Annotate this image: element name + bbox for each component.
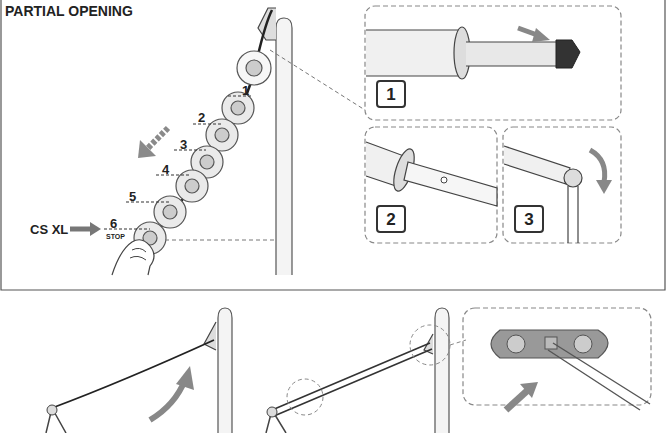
wall bbox=[218, 308, 232, 433]
wall bbox=[276, 18, 292, 275]
detail-panel bbox=[365, 6, 621, 120]
arm bbox=[568, 186, 578, 243]
callout-number: 1 bbox=[242, 84, 249, 97]
callout-number: 5 bbox=[129, 190, 136, 203]
push-arrowhead bbox=[532, 28, 550, 42]
tube bbox=[504, 146, 570, 184]
detail-circle bbox=[287, 379, 323, 415]
rotate-arrow bbox=[590, 150, 605, 182]
lift-arrow bbox=[150, 380, 185, 420]
detail-panel bbox=[365, 127, 497, 243]
stop-label: STOP bbox=[106, 233, 125, 240]
direction-arrowhead bbox=[138, 140, 156, 158]
square-socket bbox=[545, 337, 557, 349]
leader-line bbox=[165, 240, 276, 241]
insert-arrowhead bbox=[520, 382, 538, 398]
pointer-arrow bbox=[70, 227, 92, 232]
frame bbox=[1, 0, 665, 290]
diagram-title: PARTIAL OPENING bbox=[5, 4, 133, 18]
step-number: 2 bbox=[386, 211, 395, 228]
step-box: 1 bbox=[376, 80, 406, 108]
crank-tip bbox=[556, 40, 580, 68]
callout-number: 2 bbox=[198, 111, 205, 124]
hole bbox=[441, 177, 447, 183]
fabric-line bbox=[150, 10, 272, 240]
rotate-arrowhead bbox=[596, 180, 612, 194]
step-number: 3 bbox=[524, 211, 533, 228]
model-label: CS XL bbox=[30, 223, 68, 236]
arm-bar bbox=[272, 343, 432, 416]
callout-number: 4 bbox=[162, 163, 169, 176]
pointer-arrowhead bbox=[90, 222, 101, 236]
step-number: 1 bbox=[386, 86, 395, 103]
hand bbox=[112, 240, 154, 275]
detail-circle bbox=[410, 325, 450, 365]
joint bbox=[47, 405, 57, 415]
plate-hole bbox=[574, 335, 592, 353]
plate-hole bbox=[507, 335, 525, 353]
joint bbox=[267, 407, 277, 417]
callout-number: 6 bbox=[110, 217, 117, 230]
lift-arrowhead bbox=[176, 366, 194, 390]
callout-number: 3 bbox=[180, 138, 187, 151]
leader-line bbox=[270, 50, 365, 110]
crank-rod bbox=[466, 42, 560, 66]
direction-arrow bbox=[146, 128, 168, 150]
step-box: 3 bbox=[514, 205, 544, 233]
bracket bbox=[204, 322, 216, 350]
position-ticks bbox=[104, 96, 252, 229]
detail-panel bbox=[503, 127, 621, 243]
hand-fingers bbox=[130, 248, 146, 260]
crank-rod bbox=[548, 343, 650, 410]
bracket-plate bbox=[491, 330, 608, 358]
step-box: 2 bbox=[376, 205, 406, 233]
insert-arrow bbox=[506, 390, 528, 410]
arm-profile bbox=[404, 162, 497, 206]
crank-positions bbox=[134, 51, 271, 254]
fabric-line bbox=[52, 340, 214, 408]
joint bbox=[564, 169, 582, 187]
tube bbox=[366, 30, 462, 76]
